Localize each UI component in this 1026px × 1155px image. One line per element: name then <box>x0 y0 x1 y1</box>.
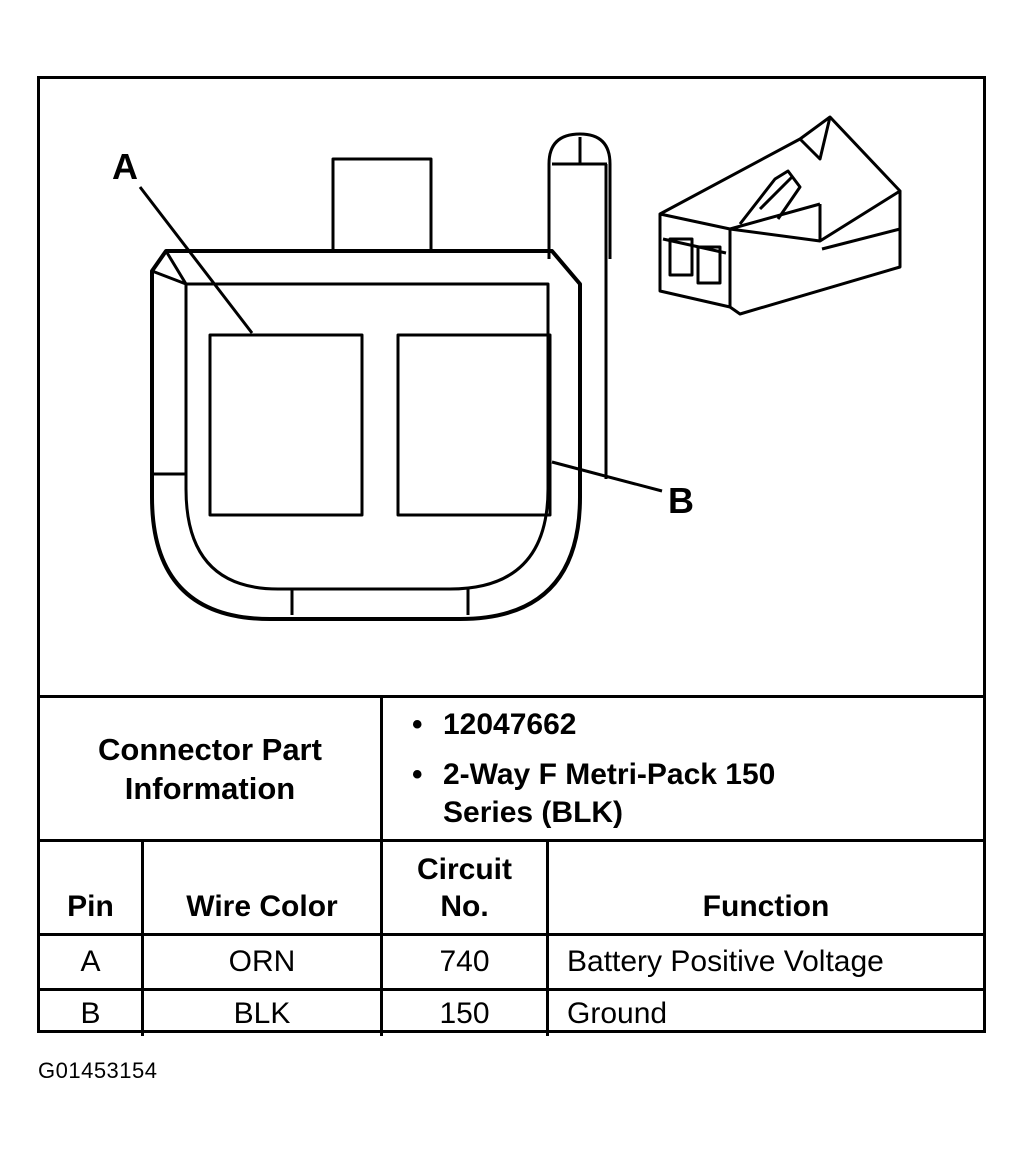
header-function: Function <box>702 890 830 923</box>
connector-housing-inner <box>184 282 550 591</box>
header-wire-color: Wire Color <box>144 842 383 933</box>
pin-table: Pin Wire Color Circuit No. Function A OR… <box>40 839 983 1036</box>
connector-diagram: A B <box>40 79 983 695</box>
part-description-item: • 2-Way F Metri-Pack 150 Series (BLK) <box>412 756 783 832</box>
header-circuit-no: Circuit No. <box>383 842 549 933</box>
cavity-a <box>208 333 364 517</box>
pin-cell: A <box>40 936 144 988</box>
pin-cell: B <box>40 991 144 1036</box>
connector-part-info-label: Connector Part Information <box>98 731 322 806</box>
bullet-icon: • <box>412 758 423 791</box>
part-number: 12047662 <box>443 708 577 741</box>
connector-part-info-label-cell: Connector Part Information <box>40 698 383 839</box>
connector-lock-post <box>547 132 612 259</box>
wire-color-cell: BLK <box>144 991 383 1036</box>
table-row: A ORN 740 Battery Positive Voltage <box>40 936 983 991</box>
part-number-item: • 12047662 <box>412 706 577 744</box>
part-description: 2-Way F Metri-Pack 150 Series (BLK) <box>443 758 776 829</box>
header-pin: Pin <box>40 842 144 933</box>
connector-part-info-list: • 12047662 • 2-Way F Metri-Pack 150 Seri… <box>383 698 983 839</box>
circuit-no-cell: 150 <box>383 991 549 1036</box>
wire-color-cell: ORN <box>144 936 383 988</box>
callout-a-label: A <box>112 146 138 187</box>
cavity-b <box>396 333 552 517</box>
connector-drawing <box>138 115 902 621</box>
connector-housing-outer <box>150 249 582 621</box>
circuit-no-cell: 740 <box>383 936 549 988</box>
leader-b <box>551 460 663 493</box>
connector-isometric-view <box>658 115 902 316</box>
figure-frame: A B Connector Part Information • 1204766… <box>37 76 986 1036</box>
header-circuit-no-text: Circuit No. <box>416 853 512 923</box>
leader-a <box>138 186 254 334</box>
connector-part-info: Connector Part Information • 12047662 • … <box>40 695 983 839</box>
connector-top-tab <box>331 157 433 249</box>
pin-table-header: Pin Wire Color Circuit No. Function <box>40 842 983 936</box>
bullet-icon: • <box>412 708 423 741</box>
function-cell: Battery Positive Voltage <box>567 945 884 978</box>
function-cell: Ground <box>567 996 668 1030</box>
figure-id: G01453154 <box>38 1058 158 1083</box>
table-row: B BLK 150 Ground <box>40 991 983 1036</box>
callout-b-label: B <box>668 480 694 521</box>
